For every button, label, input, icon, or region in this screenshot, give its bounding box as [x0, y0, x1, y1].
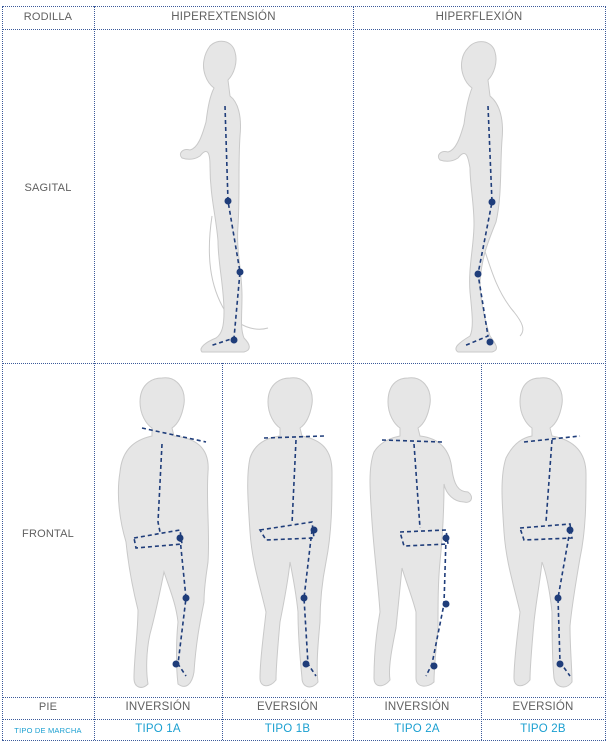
- frontal-figure-type-1b: [236, 372, 342, 694]
- gait-label-4: TIPO 2B: [481, 723, 605, 735]
- grid-right: [605, 6, 606, 740]
- gait-label-3: TIPO 2A: [353, 723, 481, 735]
- frontal-figure-type-1a: [100, 372, 218, 694]
- foot-label-4: EVERSIÓN: [481, 701, 605, 713]
- gait-label-2: TIPO 1B: [222, 723, 353, 735]
- row-header-label: RODILLA: [2, 11, 94, 23]
- grid-sub-right: [481, 363, 482, 740]
- column-header-hyperextension: HIPEREXTENSIÓN: [94, 11, 353, 23]
- row-label-foot: PIE: [2, 701, 94, 713]
- grid-bottom: [2, 740, 606, 741]
- foot-label-2: EVERSIÓN: [222, 701, 353, 713]
- grid-frontal-bottom: [2, 697, 606, 698]
- sagittal-figure-hyperextension: [170, 36, 290, 358]
- frontal-figure-type-2b: [490, 372, 596, 694]
- row-label-sagittal: SAGITAL: [2, 182, 94, 194]
- grid-top: [2, 6, 606, 7]
- grid-sagittal-bottom: [2, 363, 606, 364]
- row-label-frontal: FRONTAL: [2, 528, 94, 540]
- foot-label-3: INVERSIÓN: [353, 701, 481, 713]
- foot-label-1: INVERSIÓN: [94, 701, 222, 713]
- grid-foot-bottom: [2, 719, 606, 720]
- gait-label-1: TIPO 1A: [94, 723, 222, 735]
- sagittal-figure-hyperflexion: [430, 36, 550, 358]
- grid-header-bottom: [2, 29, 606, 30]
- grid-mid: [353, 6, 354, 740]
- grid-label-col: [94, 6, 95, 740]
- frontal-figure-type-2a: [360, 372, 478, 694]
- column-header-hyperflexion: HIPERFLEXIÓN: [353, 11, 605, 23]
- row-label-gait-type: TIPO DE MARCHA: [2, 726, 94, 735]
- grid-left: [2, 6, 3, 740]
- grid-sub-left: [222, 363, 223, 740]
